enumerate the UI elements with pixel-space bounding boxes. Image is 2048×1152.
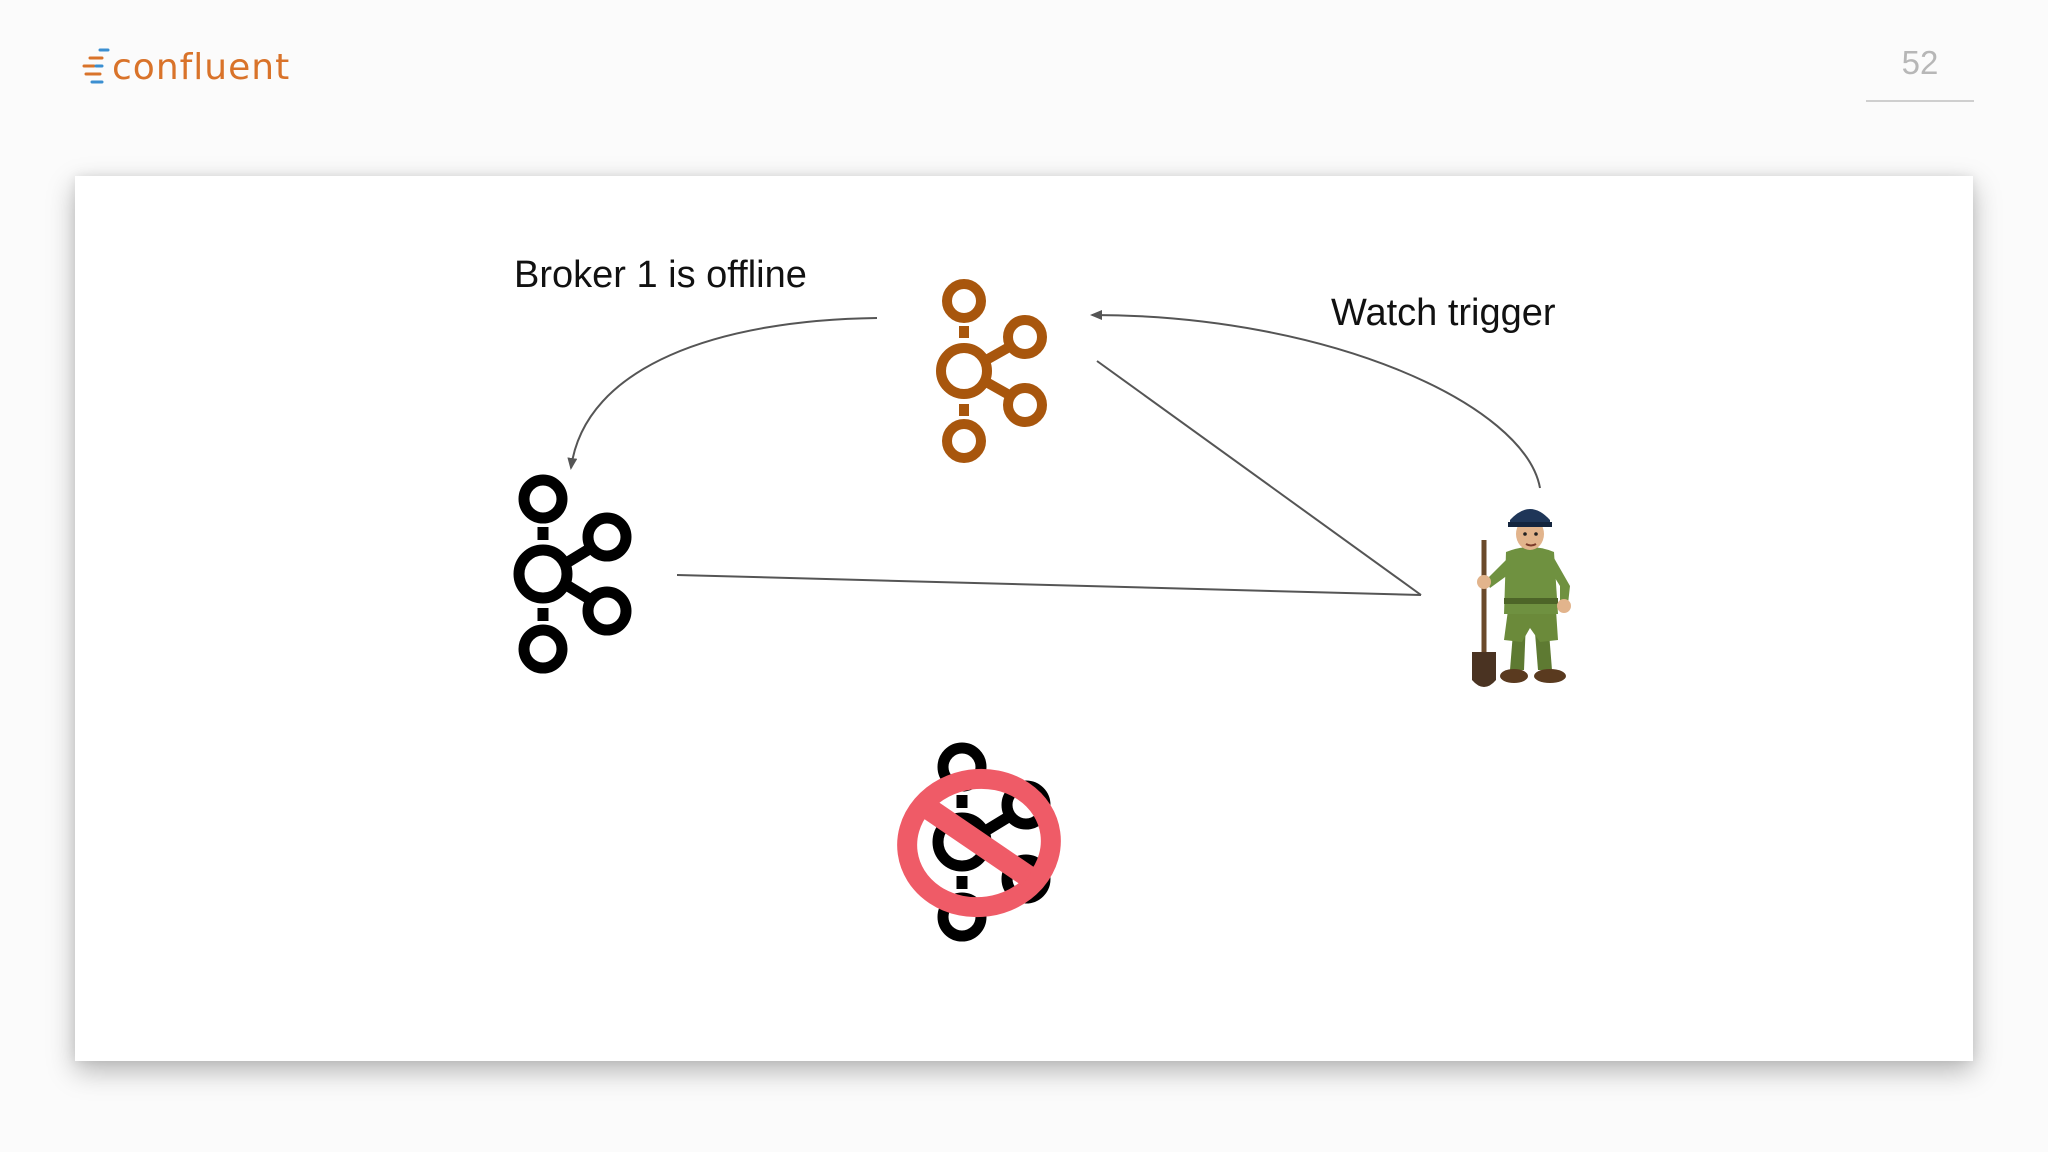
confluent-logo: confluent [80, 40, 290, 94]
logo-text: confluent [112, 46, 291, 88]
watch-trigger-label: Watch trigger [1331, 292, 1556, 334]
controller-broker-icon [936, 279, 1047, 463]
controller-zookeeper-connection [1096, 360, 1422, 596]
broker-icon [513, 474, 632, 674]
zookeeper-icon [1472, 509, 1571, 687]
notify-arrow [567, 317, 878, 470]
broker-offline-label: Broker 1 is offline [514, 254, 807, 296]
confluent-mark-icon [82, 48, 110, 84]
broker-zookeeper-connection [676, 574, 1422, 596]
watch-trigger-arrow [1090, 310, 1541, 489]
offline-broker-icon [897, 742, 1061, 942]
prohibited-icon [897, 768, 1061, 918]
page-number-rule [1866, 100, 1974, 102]
page-number: 52 [1901, 44, 1939, 81]
